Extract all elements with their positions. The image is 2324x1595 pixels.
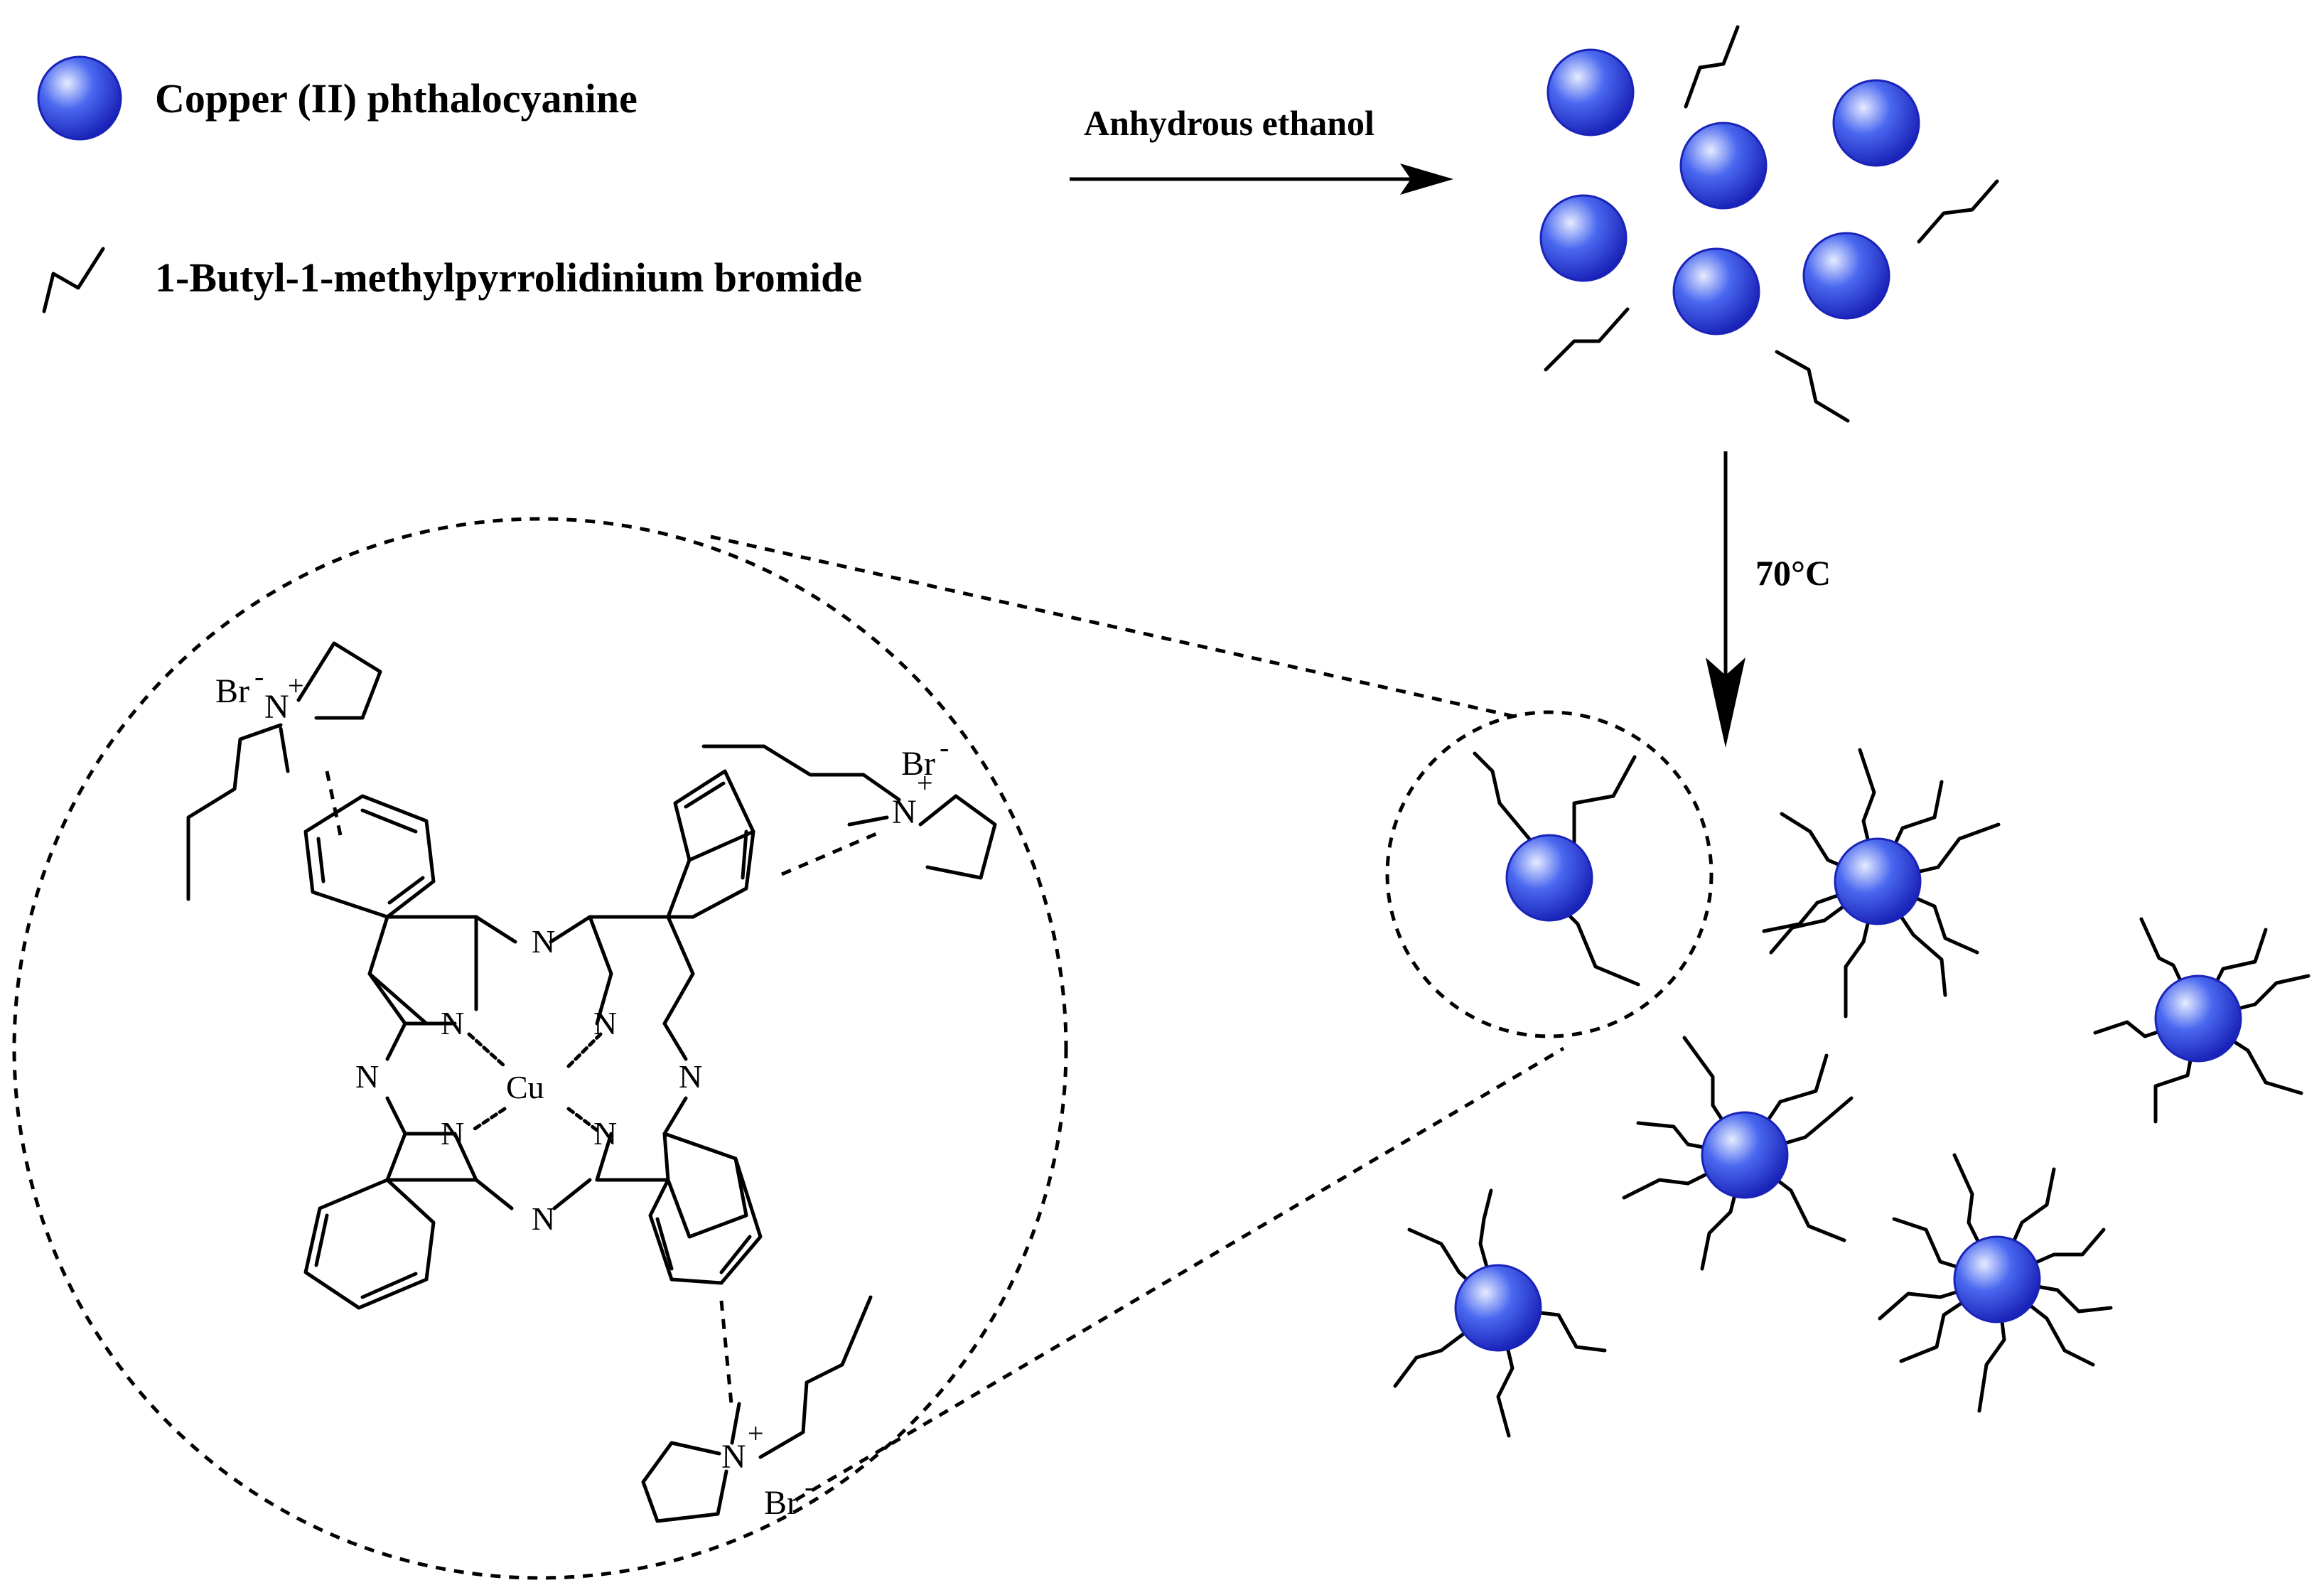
atom-n: N xyxy=(532,1201,555,1237)
atom-charge-plus: + xyxy=(288,670,304,702)
atom-n: N xyxy=(441,1005,464,1041)
free-chain xyxy=(1775,350,1850,423)
atom-charge-minus: - xyxy=(940,731,949,763)
particle xyxy=(1546,48,1635,136)
functionalized-particle xyxy=(2093,917,2310,1124)
particle xyxy=(1672,247,1760,335)
atom-n-plus: N xyxy=(264,688,289,726)
dispersed-particles xyxy=(1539,25,1999,423)
functionalized-particle xyxy=(1878,1153,2113,1413)
particle xyxy=(1539,194,1628,282)
particle xyxy=(1679,122,1768,210)
step2-arrow: 70°C xyxy=(1706,451,1831,748)
free-chain xyxy=(1544,307,1630,372)
selected-particle-circle xyxy=(1385,710,1714,1038)
step2-condition-label: 70°C xyxy=(1755,553,1831,593)
functionalized-particle xyxy=(1762,748,2001,1019)
zoom-callout xyxy=(12,517,1714,1580)
particle xyxy=(1505,834,1593,922)
atom-n: N xyxy=(532,923,555,960)
atom-n: N xyxy=(593,1005,617,1041)
step1-arrow: Anhydrous ethanol xyxy=(1070,103,1453,195)
legend-sphere-label: Copper (II) phthalocyanine xyxy=(155,75,638,122)
ionic-liquid-top-left: Br - N + xyxy=(186,641,382,901)
atom-br: Br xyxy=(764,1484,798,1522)
atom-cu: Cu xyxy=(506,1069,544,1105)
particle xyxy=(1834,837,1922,925)
legend-sphere-icon xyxy=(37,55,122,141)
particle xyxy=(1953,1235,2041,1323)
atom-n-plus: N xyxy=(721,1438,746,1476)
particle xyxy=(1701,1111,1789,1199)
zoom-circle xyxy=(12,517,1068,1580)
atom-n: N xyxy=(593,1115,617,1151)
atom-br: Br xyxy=(901,745,935,783)
atom-charge-plus: + xyxy=(917,767,933,799)
atom-n: N xyxy=(679,1058,702,1095)
free-chain xyxy=(1684,25,1740,109)
functionalized-particle-selected xyxy=(1473,751,1640,987)
particle xyxy=(2154,974,2242,1063)
atom-charge-minus: - xyxy=(254,660,264,692)
particle xyxy=(1454,1264,1542,1352)
functionalized-particle xyxy=(1393,1188,1607,1438)
atom-n: N xyxy=(441,1115,464,1151)
atom-br: Br xyxy=(215,672,249,710)
phthalocyanine-structure: N N N N N Cu N N N xyxy=(303,769,763,1310)
particle xyxy=(1802,232,1890,320)
step1-condition-label: Anhydrous ethanol xyxy=(1084,103,1375,143)
legend-chain-label: 1-Butyl-1-methylpyrrolidinium bromide xyxy=(155,254,862,301)
legend: Copper (II) phthalocyanine 1-Butyl-1-met… xyxy=(37,55,862,313)
atom-charge-plus: + xyxy=(748,1417,764,1449)
ionic-liquid-bottom: N + Br - xyxy=(641,1295,873,1523)
functionalized-particle xyxy=(1622,1036,1854,1271)
free-chain xyxy=(1917,179,1999,244)
atom-charge-minus: - xyxy=(805,1471,814,1503)
ionic-liquid-top-right: Br - N + xyxy=(701,731,997,880)
atom-n: N xyxy=(355,1058,379,1095)
legend-chain-icon xyxy=(42,247,105,313)
particle xyxy=(1832,79,1920,167)
